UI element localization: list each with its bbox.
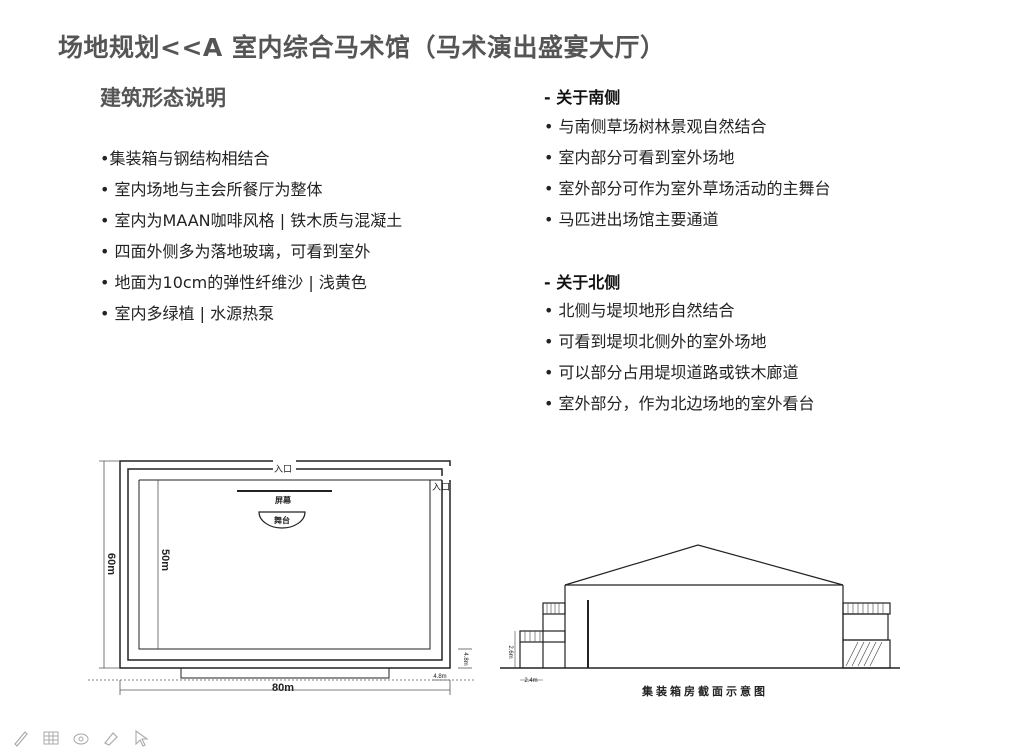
dim-60m: 60m xyxy=(105,553,117,575)
north-item: • 室外部分，作为北边场地的室外看台 xyxy=(544,394,815,413)
presentation-toolbar xyxy=(10,728,152,748)
north-item: • 可以部分占用堤坝道路或铁木廊道 xyxy=(544,363,799,382)
south-list: • 与南侧草场树林景观自然结合 • 室内部分可看到室外场地 • 室外部分可作为室… xyxy=(544,111,831,235)
cursor-icon[interactable] xyxy=(130,728,152,748)
section-subtitle: 建筑形态说明 xyxy=(100,86,226,110)
dim-50m: 50m xyxy=(159,549,171,571)
south-item: • 与南侧草场树林景观自然结合 xyxy=(544,117,767,136)
north-list: • 北侧与堤坝地形自然结合 • 可看到堤坝北侧外的室外场地 • 可以部分占用堤坝… xyxy=(544,295,815,419)
slide-title: 场地规划<<A 室内综合马术馆（马术演出盛宴大厅） xyxy=(58,33,666,62)
screen-label: 屏幕 xyxy=(275,495,292,505)
feature-item: • 地面为10cm的弹性纤维沙 | 浅黄色 xyxy=(100,273,367,292)
north-item: • 北侧与堤坝地形自然结合 xyxy=(544,301,735,320)
south-item: • 室外部分可作为室外草场活动的主舞台 xyxy=(544,179,831,198)
feature-item: • 室内多绿植 | 水源热泵 xyxy=(100,304,275,323)
stage-shape xyxy=(258,511,306,529)
pen-icon[interactable] xyxy=(10,728,32,748)
marker-icon[interactable] xyxy=(100,728,122,748)
south-item: • 马匹进出场馆主要通道 xyxy=(544,210,719,229)
dim-2-4m: 2.4m xyxy=(524,678,537,684)
dim-80m: 80m xyxy=(272,682,294,694)
north-item: • 可看到堤坝北侧外的室外场地 xyxy=(544,332,767,351)
dim-4-8m-a: 4.8m xyxy=(462,652,468,665)
entrance-top-label: 入口 xyxy=(274,464,292,474)
feature-item: • 室内为MAAN咖啡风格 | 铁木质与混凝土 xyxy=(100,211,403,230)
feature-item: • 室内场地与主会所餐厅为整体 xyxy=(100,180,323,199)
feature-item: • 四面外侧多为落地玻璃，可看到室外 xyxy=(100,242,371,261)
stage-label: 舞台 xyxy=(273,515,290,525)
feature-item: •集装箱与钢结构相结合 xyxy=(100,149,270,168)
section-caption: 集装箱房截面示意图 xyxy=(641,684,768,698)
entrance-right-label: 入口 xyxy=(432,482,450,492)
south-heading: - 关于南侧 xyxy=(544,88,621,107)
eraser-icon[interactable] xyxy=(70,728,92,748)
dim-2-6m: 2.6m xyxy=(507,645,513,658)
feature-list: •集装箱与钢结构相结合 • 室内场地与主会所餐厅为整体 • 室内为MAAN咖啡风… xyxy=(100,143,402,329)
grid-icon[interactable] xyxy=(40,728,62,748)
dim-4-8m-b: 4.8m xyxy=(433,674,446,680)
south-item: • 室内部分可看到室外场地 xyxy=(544,148,735,167)
north-heading: - 关于北侧 xyxy=(544,273,621,292)
